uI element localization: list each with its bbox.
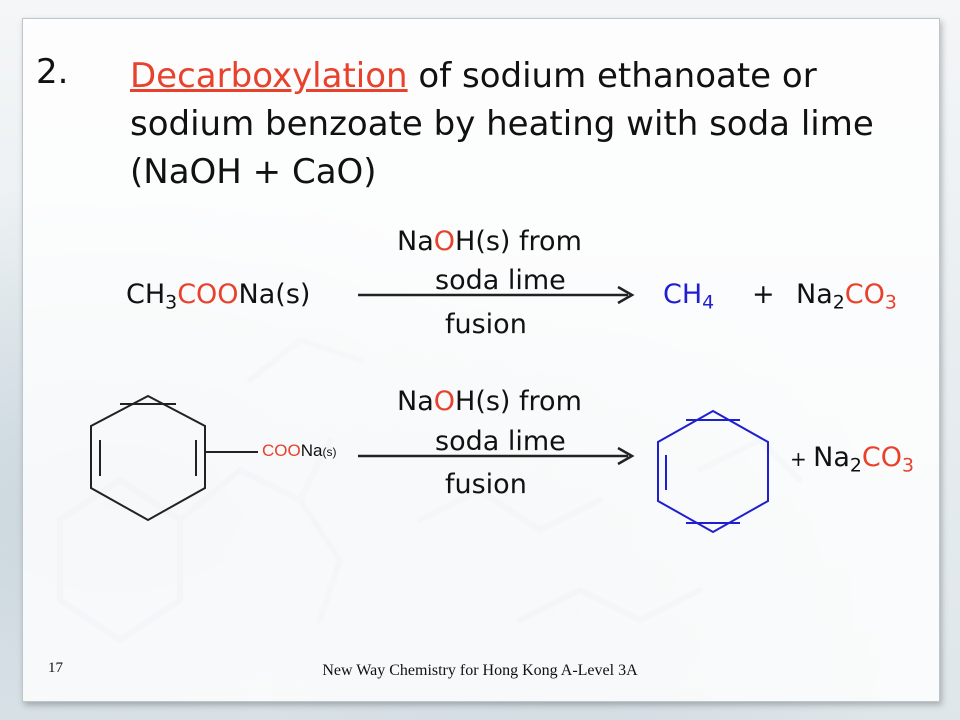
footer-text: New Way Chemistry for Hong Kong A-Level … [322,662,638,679]
product-methane: CH4 [663,279,715,314]
condition-fusion-2: fusion [445,469,527,500]
title-line3: (NaOH + CaO) [130,152,377,192]
condition-line2-1: soda lime [435,265,566,296]
condition-reagent-2: NaOH(s) from [397,386,582,417]
condition-line2-2: soda lime [435,426,566,457]
page-number: 17 [48,660,63,676]
arrow-2 [358,446,635,466]
plus-sign-1: + [752,279,775,310]
title-keyword: Decarboxylation [130,56,408,96]
benzene-ring [657,409,769,534]
slide-title: Decarboxylation of sodium ethanoate or s… [130,52,920,196]
reactant-sodium-ethanoate: CH3COONa(s) [126,279,311,314]
product-sodium-carbonate-2: + Na2CO3 [790,442,915,477]
title-line2: sodium benzoate by heating with soda lim… [130,104,874,144]
benzoate-ring [90,394,258,522]
section-number: 2. [36,52,69,92]
condition-fusion-1: fusion [445,309,527,340]
arrow-1 [358,285,635,305]
slide-frame [22,18,940,702]
title-line1-rest: of sodium ethanoate or [407,56,817,96]
carboxylate-substituent: COONa(s) [262,441,337,460]
product-sodium-carbonate-1: Na2CO3 [796,279,897,314]
condition-reagent-1: NaOH(s) from [397,226,582,257]
